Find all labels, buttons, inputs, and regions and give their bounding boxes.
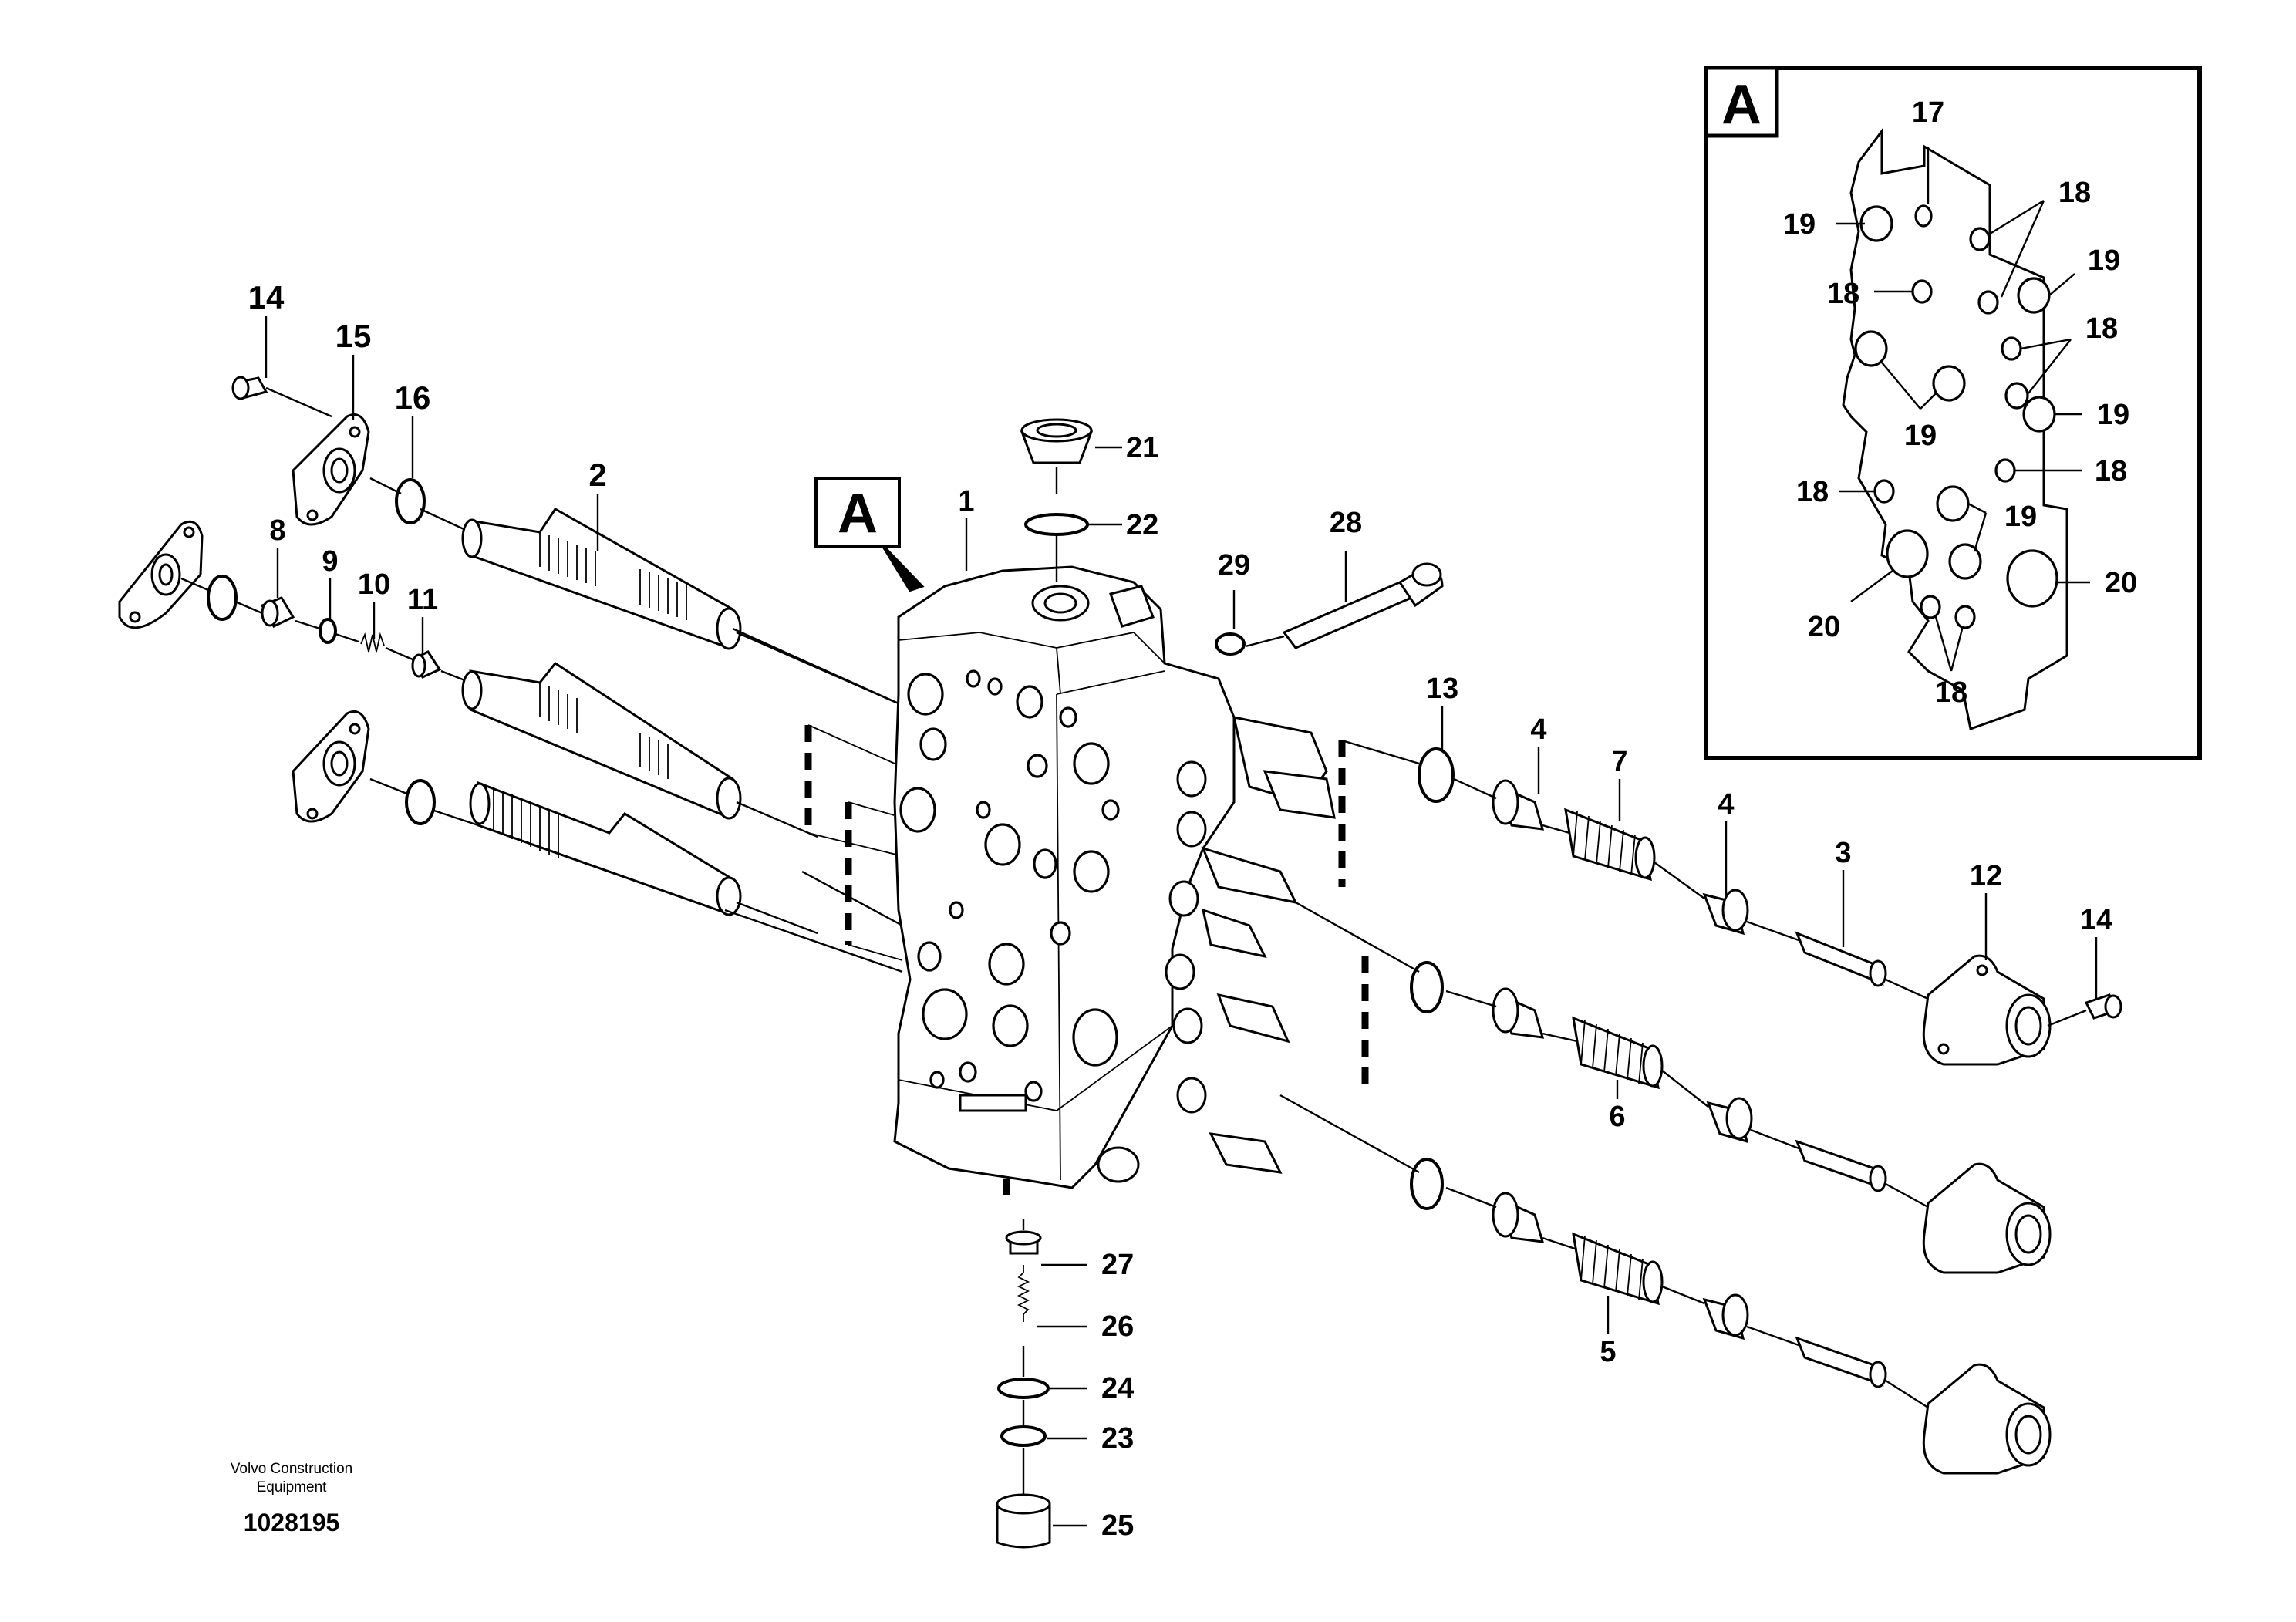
detail-label-20-b: 20 bbox=[2105, 567, 2137, 599]
spool-middle bbox=[461, 661, 818, 838]
label-2: 2 bbox=[588, 457, 606, 493]
oring-16 bbox=[369, 477, 471, 534]
label-13: 13 bbox=[1426, 673, 1458, 705]
valve-body-1 bbox=[893, 565, 1336, 1189]
spring-seat-row2b bbox=[1706, 1097, 1753, 1144]
detail-label-20-a: 20 bbox=[1808, 611, 1840, 643]
oring-row3 bbox=[1410, 1158, 1444, 1210]
label-1: 1 bbox=[958, 485, 974, 518]
callout-a-main-label: A bbox=[838, 483, 878, 545]
label-11: 11 bbox=[407, 584, 438, 616]
spring-seat-row3b bbox=[1702, 1293, 1749, 1340]
bolt-28 bbox=[1282, 551, 1444, 649]
detail-label-17: 17 bbox=[1912, 96, 1944, 129]
detail-a-inset: A bbox=[1704, 66, 2202, 760]
spring-7 bbox=[1564, 808, 1656, 882]
label-3: 3 bbox=[1835, 837, 1851, 869]
label-23: 23 bbox=[1101, 1422, 1134, 1455]
detail-label-18-d: 18 bbox=[1796, 476, 1829, 508]
oring-22 bbox=[1024, 513, 1122, 582]
spring-seat-row3 bbox=[1492, 1192, 1545, 1243]
label-10: 10 bbox=[358, 568, 390, 601]
detail-label-19-a: 19 bbox=[1783, 208, 1816, 241]
label-7: 7 bbox=[1611, 746, 1627, 778]
drawing-number: 1028195 bbox=[244, 1509, 340, 1536]
spool-bottom bbox=[469, 781, 818, 935]
cover-plate-15 bbox=[292, 413, 370, 526]
align-line bbox=[1341, 739, 1420, 765]
label-24: 24 bbox=[1101, 1372, 1134, 1404]
detail-label-18-f: 18 bbox=[1935, 676, 1967, 709]
detail-label-18-c: 18 bbox=[2085, 312, 2118, 345]
spring-seat-4-row1 bbox=[1492, 779, 1545, 831]
label-14-right: 14 bbox=[2080, 904, 2112, 936]
callout-a-detail-label: A bbox=[1721, 74, 1762, 136]
label-28: 28 bbox=[1330, 507, 1362, 539]
spring-6 bbox=[1572, 1016, 1664, 1090]
cover-row2 bbox=[1922, 1162, 2052, 1274]
cover-12 bbox=[1922, 954, 2052, 1066]
label-25: 25 bbox=[1101, 1509, 1134, 1542]
company-name-line1: Volvo Construction bbox=[231, 1461, 352, 1477]
backup-ring-23 bbox=[1000, 1400, 1087, 1447]
detail-label-19-c: 19 bbox=[1904, 420, 1937, 452]
oring-row2 bbox=[1410, 961, 1444, 1013]
label-22: 22 bbox=[1126, 509, 1158, 541]
stopper-row2 bbox=[1795, 1139, 1887, 1192]
oring-9 bbox=[295, 618, 359, 644]
label-29: 29 bbox=[1218, 549, 1250, 582]
label-14-left: 14 bbox=[248, 279, 285, 315]
spring-5 bbox=[1572, 1232, 1664, 1306]
plug-8 bbox=[260, 596, 295, 628]
cover-row3 bbox=[1922, 1363, 2052, 1475]
cap-screw-14-left bbox=[231, 376, 332, 418]
detail-label-18-a: 18 bbox=[2058, 177, 2091, 209]
align-line bbox=[724, 909, 903, 973]
label-12: 12 bbox=[1970, 860, 2002, 892]
label-26: 26 bbox=[1101, 1310, 1134, 1343]
label-6: 6 bbox=[1609, 1101, 1625, 1133]
label-9: 9 bbox=[322, 545, 338, 578]
label-15: 15 bbox=[335, 318, 372, 354]
label-5: 5 bbox=[1600, 1336, 1616, 1368]
detail-label-19-e: 19 bbox=[2004, 501, 2037, 533]
spool-2 bbox=[461, 508, 895, 703]
poppet-27 bbox=[1005, 1219, 1087, 1266]
align-line bbox=[732, 627, 899, 705]
cover-plate-left-mid bbox=[118, 520, 263, 629]
plug-25 bbox=[996, 1448, 1087, 1549]
label-4-b: 4 bbox=[1718, 788, 1734, 821]
spring-seat-row2 bbox=[1492, 987, 1545, 1039]
label-8: 8 bbox=[269, 514, 285, 547]
spring-26 bbox=[1017, 1265, 1087, 1328]
oring-13 bbox=[1418, 747, 1455, 803]
align-line bbox=[801, 870, 903, 927]
stopper-3 bbox=[1795, 931, 1887, 987]
label-16: 16 bbox=[395, 379, 431, 416]
company-name-line2: Equipment bbox=[257, 1479, 328, 1496]
callout-a-main: A bbox=[814, 477, 925, 592]
detail-label-19-d: 19 bbox=[2097, 399, 2129, 431]
spring-10 bbox=[360, 632, 413, 661]
stopper-row3 bbox=[1795, 1336, 1887, 1388]
detail-label-18-e: 18 bbox=[2095, 455, 2127, 487]
plug-11 bbox=[410, 650, 471, 684]
detail-label-18-b: 18 bbox=[1827, 278, 1859, 310]
cap-screw-14-right bbox=[2047, 993, 2122, 1027]
cover-plate-left-bottom bbox=[292, 710, 479, 827]
plug-21 bbox=[1020, 418, 1122, 494]
label-27: 27 bbox=[1101, 1249, 1134, 1281]
spring-seat-4-row1b bbox=[1702, 889, 1749, 936]
oring-24 bbox=[997, 1346, 1087, 1399]
label-4-a: 4 bbox=[1530, 713, 1546, 746]
washer-29 bbox=[1215, 590, 1285, 656]
detail-label-19-b: 19 bbox=[2088, 244, 2120, 277]
label-21: 21 bbox=[1126, 432, 1158, 464]
